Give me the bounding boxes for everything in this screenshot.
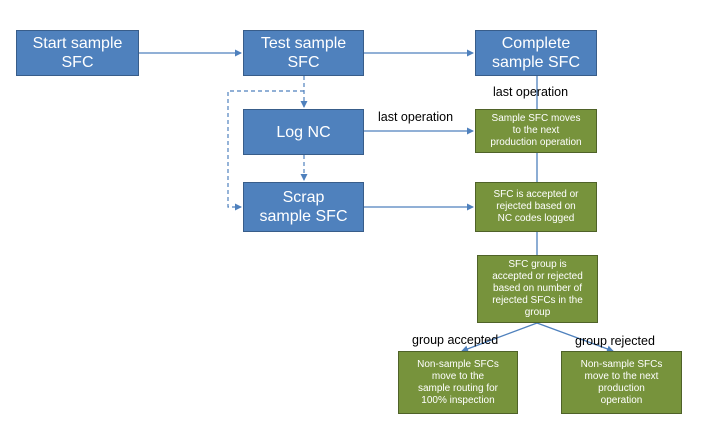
sfc-accepted-rejected-node: SFC is accepted or rejected based on NC … — [475, 182, 597, 232]
scrap-sample-sfc-node: Scrap sample SFC — [243, 182, 364, 232]
arrow-test-to-scrap-bypass — [227, 90, 304, 211]
test-sample-sfc-node: Test sample SFC — [243, 30, 364, 76]
non-sample-next-operation-node: Non-sample SFCs move to the next product… — [561, 351, 682, 414]
sfc-group-accepted-rejected-node: SFC group is accepted or rejected based … — [477, 255, 598, 323]
group-rejected-label: group rejected — [575, 334, 655, 348]
non-sample-routing-node: Non-sample SFCs move to the sample routi… — [398, 351, 518, 414]
last-operation-label-top: last operation — [493, 85, 569, 99]
arrow-group-to-routing — [461, 322, 538, 353]
complete-sample-sfc-node: Complete sample SFC — [475, 30, 597, 76]
start-sample-sfc-node: Start sample SFC — [16, 30, 139, 76]
group-accepted-label: group accepted — [412, 333, 499, 347]
last-operation-label-mid: last operation — [378, 110, 454, 124]
arrow-group-to-next-operation — [536, 322, 614, 353]
sample-sfc-moves-node: Sample SFC moves to the next production … — [475, 109, 597, 153]
log-nc-node: Log NC — [243, 109, 364, 155]
